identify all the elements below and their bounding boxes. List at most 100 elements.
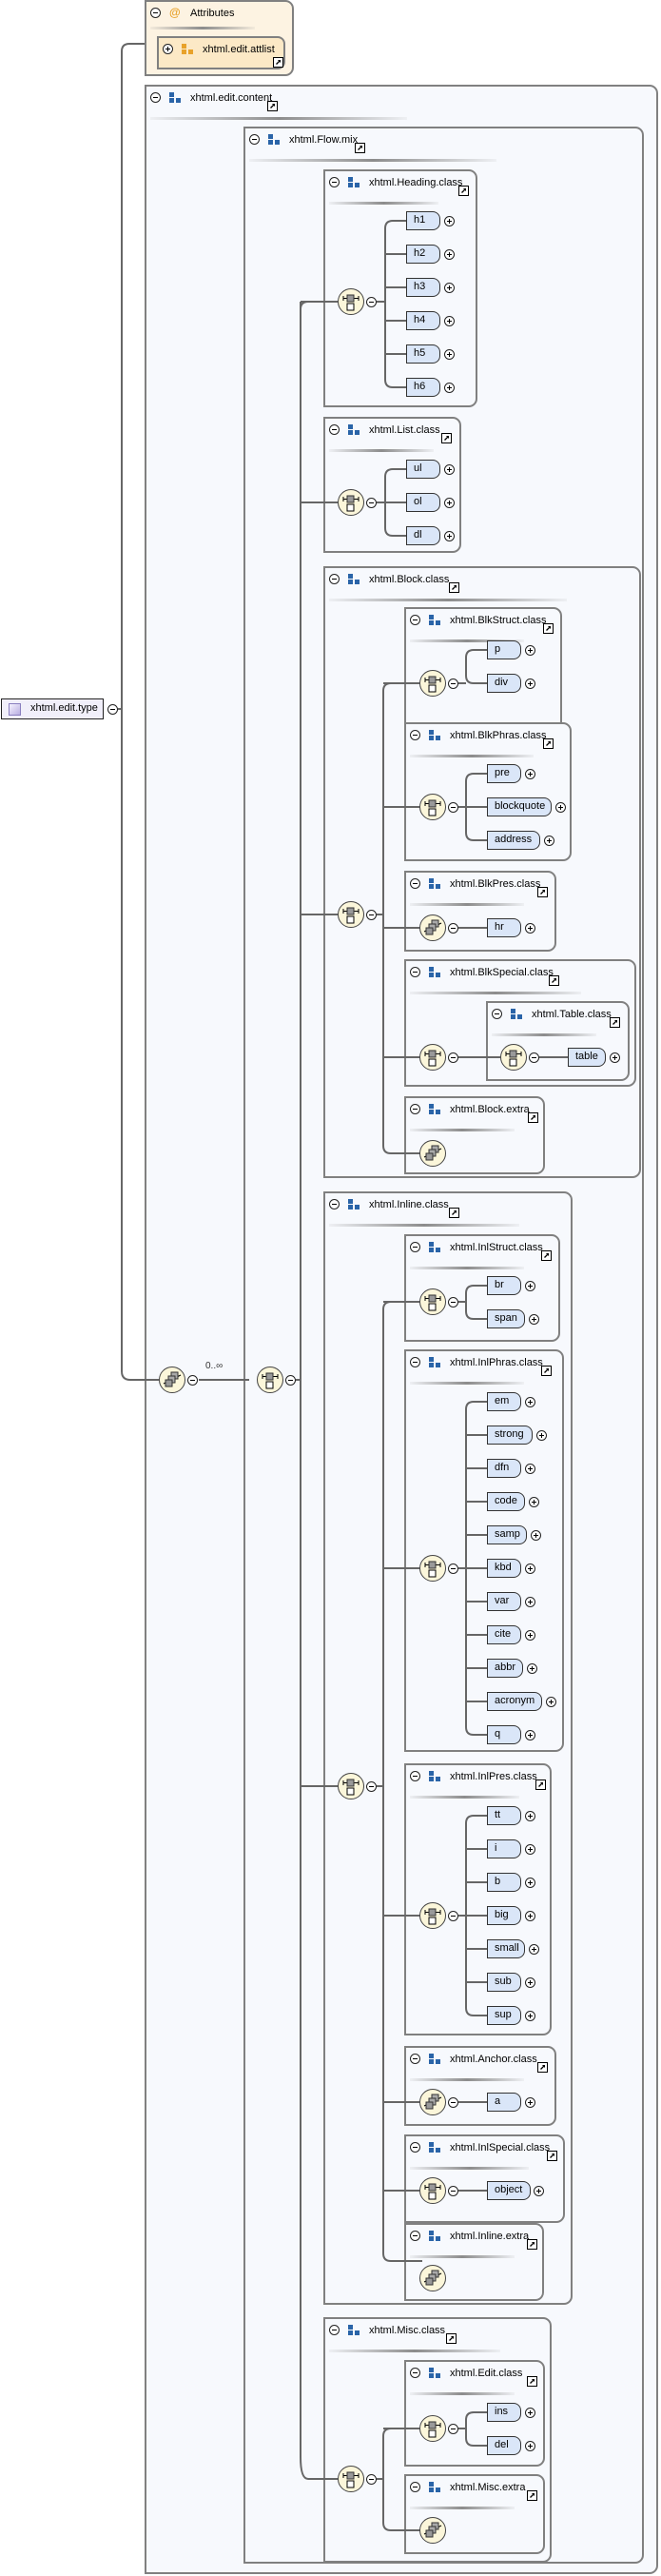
expand-toggle-icon[interactable] (525, 1630, 535, 1641)
collapse-toggle-icon[interactable] (448, 2186, 458, 2196)
expand-toggle-icon[interactable] (610, 1052, 620, 1063)
expand-toggle-icon[interactable] (525, 1730, 535, 1740)
expand-toggle-icon[interactable] (529, 1944, 539, 1955)
expand-toggle-icon[interactable] (525, 645, 535, 656)
external-link-icon[interactable] (458, 186, 469, 196)
element-ul[interactable]: ul (406, 460, 440, 479)
expand-toggle-icon[interactable] (444, 349, 455, 360)
element-abbr[interactable]: abbr (487, 1659, 523, 1678)
collapse-toggle-icon[interactable] (410, 878, 420, 889)
collapse-toggle-icon[interactable] (410, 1104, 420, 1114)
element-kbd[interactable]: kbd (487, 1559, 521, 1578)
external-link-icon[interactable] (541, 1250, 552, 1261)
expand-toggle-icon[interactable] (525, 2441, 535, 2451)
element-table[interactable]: table (568, 1048, 606, 1067)
sequence-compositor-icon[interactable] (419, 914, 446, 941)
expand-toggle-icon[interactable] (525, 1281, 535, 1291)
expand-toggle-icon[interactable] (525, 1844, 535, 1855)
expand-toggle-icon[interactable] (525, 1397, 535, 1407)
collapse-toggle-icon[interactable] (329, 574, 340, 584)
collapse-toggle-icon[interactable] (448, 1052, 458, 1063)
collapse-toggle-icon[interactable] (366, 1781, 377, 1792)
external-link-icon[interactable] (273, 57, 283, 68)
collapse-toggle-icon[interactable] (448, 1911, 458, 1921)
choice-compositor-icon[interactable] (500, 1044, 527, 1071)
choice-compositor-icon[interactable] (419, 1902, 446, 1929)
collapse-toggle-icon[interactable] (150, 8, 161, 18)
choice-compositor-icon[interactable] (257, 1367, 283, 1393)
expand-toggle-icon[interactable] (555, 802, 566, 813)
expand-toggle-icon[interactable] (525, 2097, 535, 2108)
element-span[interactable]: span (487, 1309, 525, 1328)
external-link-icon[interactable] (267, 101, 278, 111)
expand-toggle-icon[interactable] (525, 1597, 535, 1607)
collapse-toggle-icon[interactable] (410, 2482, 420, 2492)
root-complex-type[interactable]: xhtml.edit.type (1, 698, 104, 719)
element-acronym[interactable]: acronym (487, 1692, 542, 1711)
collapse-toggle-icon[interactable] (410, 730, 420, 740)
external-link-icon[interactable] (441, 433, 452, 443)
collapse-toggle-icon[interactable] (448, 1563, 458, 1574)
expand-toggle-icon[interactable] (444, 383, 455, 393)
element-dfn[interactable]: dfn (487, 1459, 521, 1478)
expand-toggle-icon[interactable] (529, 1314, 539, 1325)
element-sup[interactable]: sup (487, 2006, 521, 2025)
element-blockquote[interactable]: blockquote (487, 797, 552, 816)
external-link-icon[interactable] (446, 2333, 457, 2344)
collapse-toggle-icon[interactable] (448, 923, 458, 934)
expand-toggle-icon[interactable] (546, 1697, 556, 1707)
collapse-toggle-icon[interactable] (249, 134, 260, 145)
element-a[interactable]: a (487, 2093, 521, 2112)
element-ins[interactable]: ins (487, 2403, 521, 2422)
element-pre[interactable]: pre (487, 764, 521, 783)
collapse-toggle-icon[interactable] (187, 1375, 198, 1386)
element-h5[interactable]: h5 (406, 344, 440, 364)
expand-toggle-icon[interactable] (444, 283, 455, 293)
expand-toggle-icon[interactable] (525, 1977, 535, 1988)
element-big[interactable]: big (487, 1906, 521, 1925)
element-h6[interactable]: h6 (406, 378, 440, 397)
collapse-toggle-icon[interactable] (107, 704, 118, 715)
collapse-toggle-icon[interactable] (329, 424, 340, 435)
element-p[interactable]: p (487, 640, 521, 659)
element-br[interactable]: br (487, 1276, 521, 1295)
external-link-icon[interactable] (610, 1017, 620, 1028)
collapse-toggle-icon[interactable] (329, 177, 340, 187)
expand-toggle-icon[interactable] (525, 1563, 535, 1574)
choice-compositor-icon[interactable] (338, 2466, 364, 2492)
collapse-toggle-icon[interactable] (448, 802, 458, 813)
external-link-icon[interactable] (537, 887, 548, 897)
element-del[interactable]: del (487, 2436, 521, 2455)
collapse-toggle-icon[interactable] (492, 1009, 502, 1019)
choice-compositor-icon[interactable] (338, 1773, 364, 1799)
element-tt[interactable]: tt (487, 1806, 521, 1825)
expand-toggle-icon[interactable] (529, 1497, 539, 1507)
external-link-icon[interactable] (549, 975, 559, 986)
expand-toggle-icon[interactable] (534, 2186, 544, 2196)
external-link-icon[interactable] (541, 1366, 552, 1376)
element-cite[interactable]: cite (487, 1625, 521, 1644)
collapse-toggle-icon[interactable] (329, 1199, 340, 1209)
collapse-toggle-icon[interactable] (285, 1375, 296, 1386)
collapse-toggle-icon[interactable] (448, 678, 458, 689)
choice-compositor-icon[interactable] (419, 1555, 446, 1582)
element-b[interactable]: b (487, 1873, 521, 1892)
element-address[interactable]: address (487, 831, 540, 850)
sequence-compositor-icon[interactable] (419, 2265, 446, 2291)
collapse-toggle-icon[interactable] (366, 498, 377, 508)
element-h3[interactable]: h3 (406, 278, 440, 297)
sequence-compositor-icon[interactable] (419, 2089, 446, 2115)
collapse-toggle-icon[interactable] (366, 910, 377, 920)
expand-toggle-icon[interactable] (525, 1464, 535, 1474)
collapse-toggle-icon[interactable] (410, 2142, 420, 2153)
expand-toggle-icon[interactable] (163, 44, 173, 54)
choice-compositor-icon[interactable] (419, 2177, 446, 2204)
sequence-compositor-icon[interactable] (159, 1367, 185, 1393)
collapse-toggle-icon[interactable] (448, 2424, 458, 2434)
expand-toggle-icon[interactable] (444, 464, 455, 475)
sequence-compositor-icon[interactable] (419, 1140, 446, 1167)
element-object[interactable]: object (487, 2181, 531, 2200)
external-link-icon[interactable] (547, 2151, 557, 2161)
collapse-toggle-icon[interactable] (329, 2325, 340, 2335)
expand-toggle-icon[interactable] (525, 1811, 535, 1821)
